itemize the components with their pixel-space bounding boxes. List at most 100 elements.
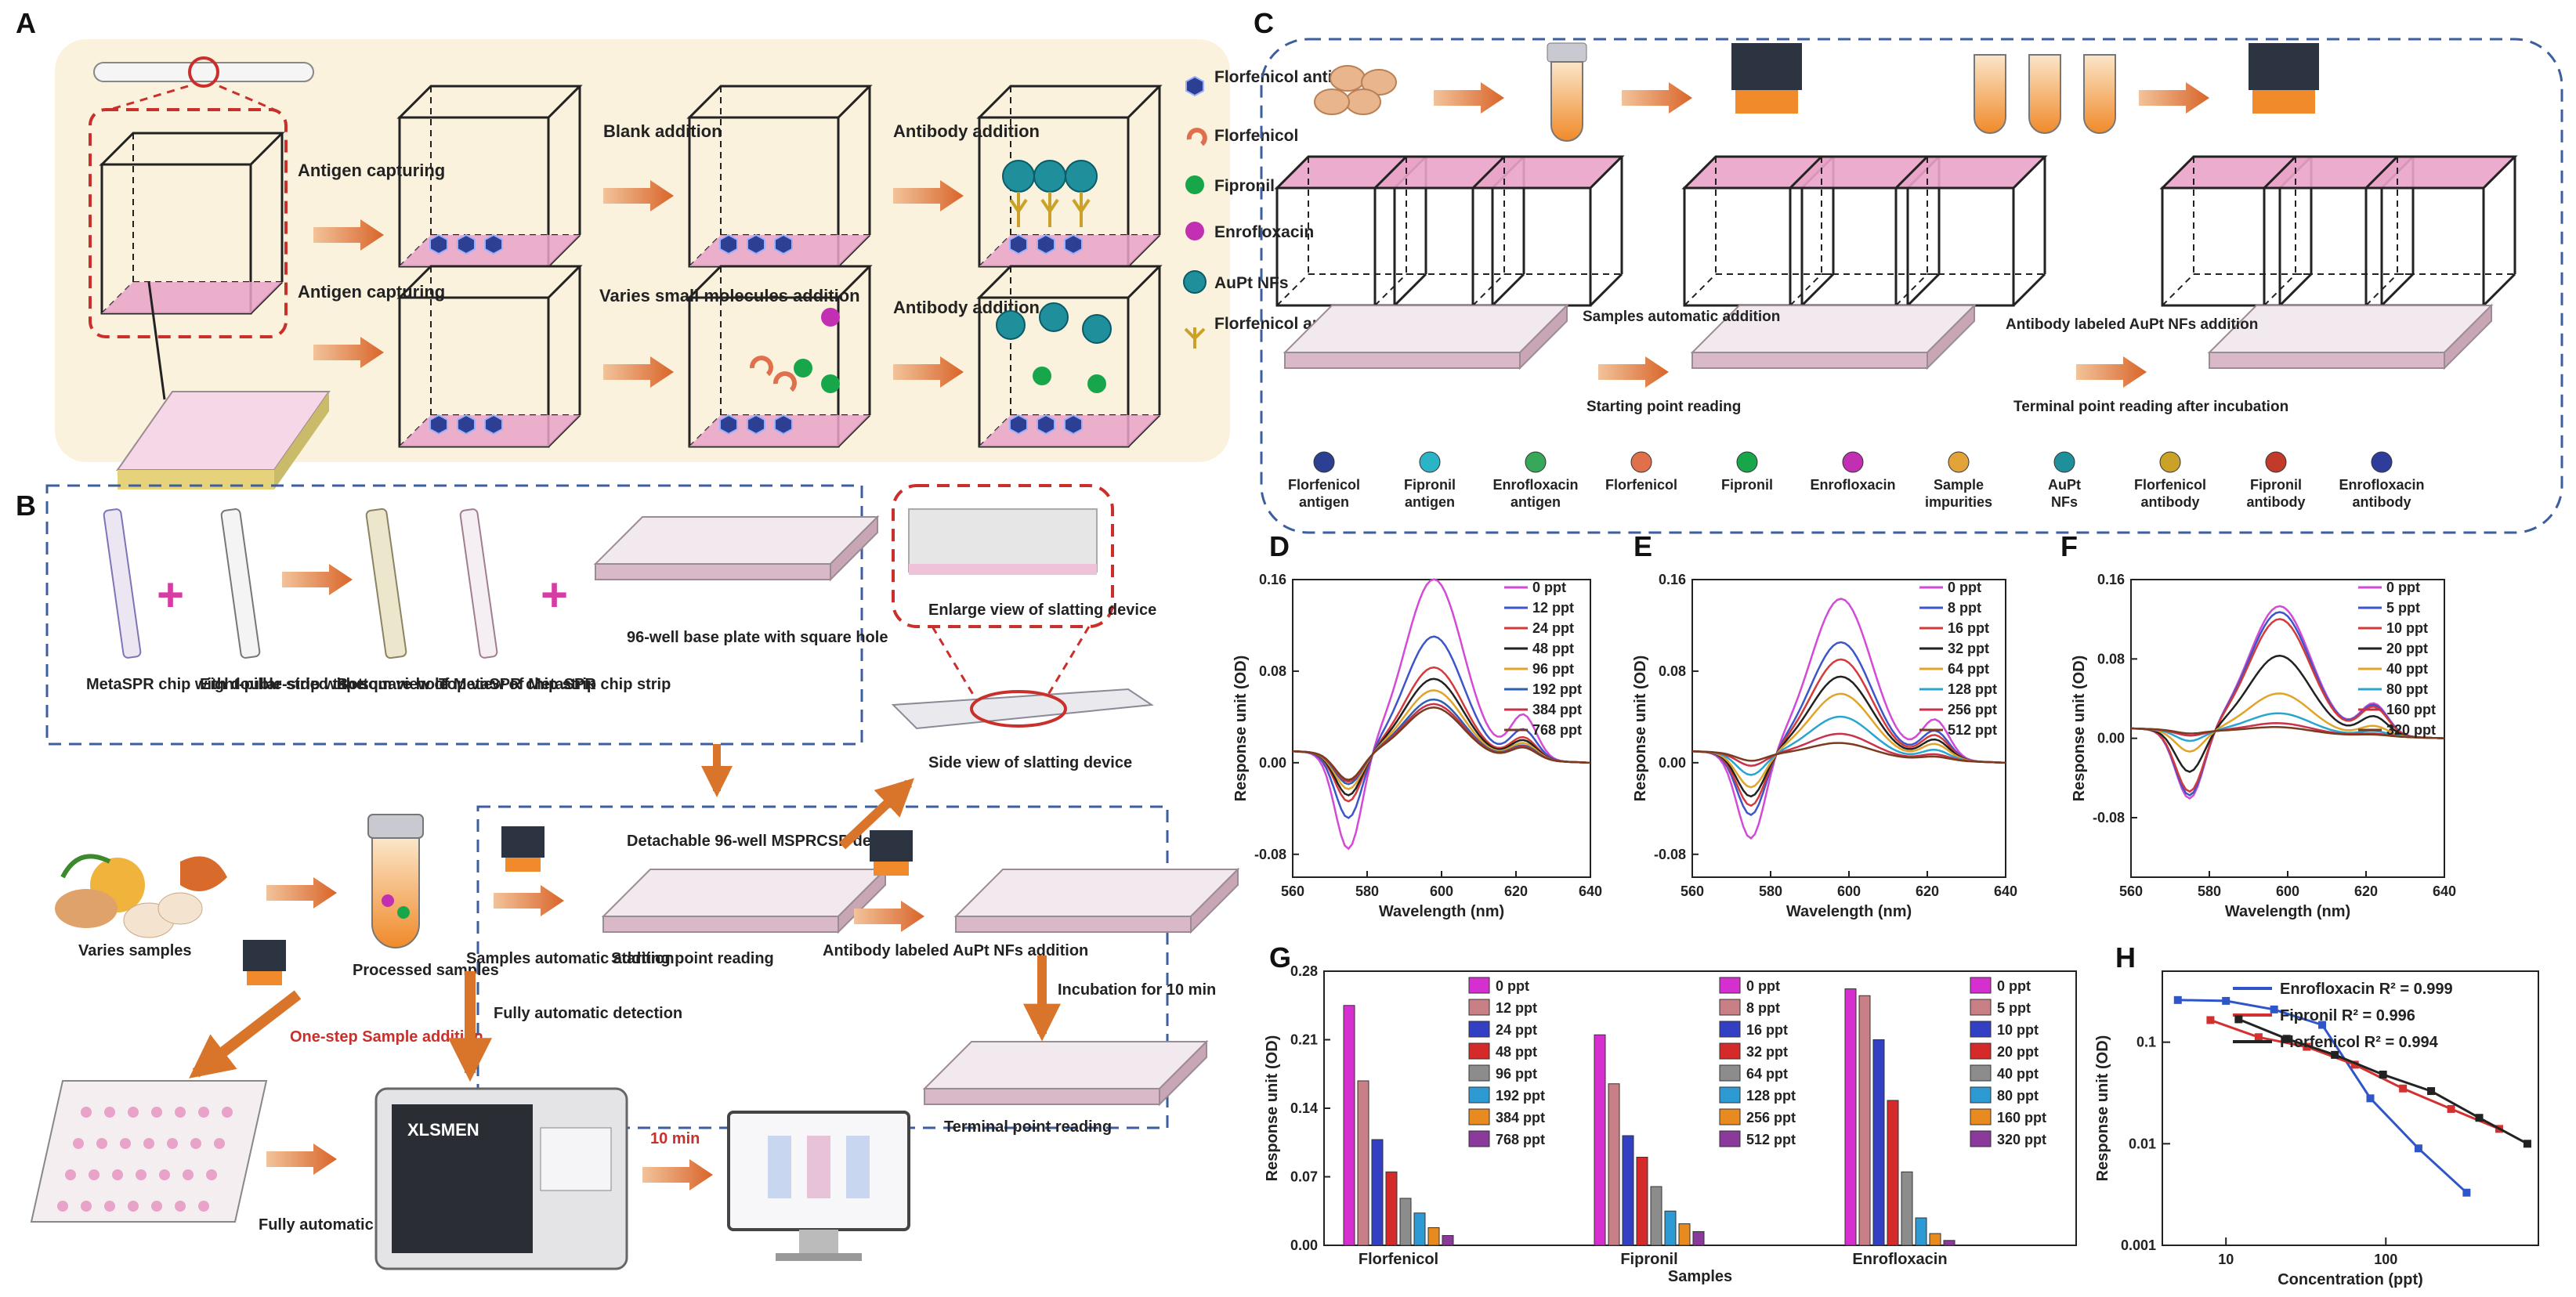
pipette-icon-3 [243, 940, 286, 985]
bar-2-4 [1901, 1171, 1913, 1246]
y-axis-label: Response unit (OD) [1232, 656, 1250, 802]
legend-label-4: 64 ppt [1948, 661, 1989, 677]
eight-pillar-strip-icon [220, 508, 261, 659]
legend-a-2: Fipronil [1214, 177, 1275, 195]
chip-strip-icon [93, 62, 314, 82]
panel-label-c: C [1254, 7, 1274, 39]
legend-swatch-0-5 [1468, 1086, 1490, 1104]
y-tick-label-3: 0.21 [1290, 1032, 1318, 1048]
terminal-device-icon [924, 1041, 1207, 1105]
c-well-9 [2364, 155, 2516, 307]
slatting-enlarge-icon [908, 508, 1098, 573]
device-after-antibody-icon [955, 869, 1239, 933]
fully-auto-label-2: Fully automatic detection [494, 1005, 682, 1022]
legend-label-6: 384 ppt [1532, 702, 1582, 717]
legend-swatch-2-6 [1970, 1108, 1992, 1125]
panel-b-top-frame [45, 484, 863, 746]
x-axis-label: Concentration (ppt) [2278, 1271, 2423, 1288]
legend-c-label2-2: antigen [1511, 494, 1561, 510]
legend-c-label2-0: antigen [1299, 494, 1349, 510]
legend-swatch-0-0 [1468, 977, 1490, 994]
food-samples-icon [55, 854, 227, 938]
legend-c-label-2: Enrofloxacin [1492, 477, 1578, 493]
panel-b: B MetaSPR chip with double-sided tape + … [16, 484, 1239, 1270]
x-tick-label-1: 580 [2198, 883, 2221, 899]
legend-swatch-1-3 [1719, 1042, 1741, 1060]
c-pipette-1 [1731, 43, 1802, 114]
legend-c-icon-1 [1419, 451, 1441, 473]
aupt-nfs-icon [1183, 270, 1207, 294]
y-tick-label-2: 0.1 [2136, 1035, 2156, 1050]
processed-samples-label: Processed samples [353, 962, 499, 979]
panel-a: A Antigen capturing Blank addition Antib… [16, 7, 1372, 490]
point-1-0 [2206, 1016, 2215, 1024]
point-1-1 [2254, 1033, 2263, 1042]
c-arrow-4 [1598, 356, 1669, 388]
legend-label-5: 128 ppt [1948, 681, 1997, 697]
bar-1-6 [1678, 1223, 1691, 1246]
legend-label-1-1: 8 ppt [1746, 1000, 1780, 1016]
well-plate-icon [30, 1080, 268, 1223]
legend-c-icon-7 [2053, 451, 2075, 473]
panel-label-a: A [16, 7, 36, 39]
legend-label-5: 80 ppt [2386, 681, 2428, 697]
detachable-device-icon [602, 869, 886, 933]
b-top-arrow [282, 564, 353, 595]
y-axis-label: Response unit (OD) [2071, 656, 2088, 802]
legend-c-icon-5 [1842, 451, 1864, 473]
florfenicol-icon [1186, 128, 1207, 146]
legend-swatch-2-3 [1970, 1042, 1992, 1060]
y-tick-label-0: -0.08 [1654, 847, 1686, 862]
legend-swatch-2-1 [1970, 999, 1992, 1016]
legend-a-4: AuPt NFs [1214, 274, 1289, 292]
chip-highlight-circle [188, 56, 219, 88]
y-tick-label-2: 0.08 [2097, 651, 2125, 667]
c-samples-auto-label: Samples automatic addition [1583, 309, 1780, 325]
legend-label-1-5: 128 ppt [1746, 1088, 1796, 1104]
legend-c-label2-10: antibody [2353, 494, 2411, 510]
panel-c: C [1254, 7, 2563, 534]
pipette-icon-2 [870, 830, 913, 876]
plot-frame-g [1323, 970, 2077, 1246]
x-tick-label-3: 620 [2354, 883, 2378, 899]
legend-c-icon-4 [1736, 451, 1758, 473]
series-line-1 [1691, 641, 2006, 816]
plus-sign-2: + [541, 569, 568, 621]
b-top-item-2: Bottom view of MetaSPR chip strip [337, 676, 596, 693]
y-tick-label-2: 0.14 [1290, 1100, 1318, 1116]
series-line-7 [2130, 726, 2445, 739]
legend-label-2-5: 80 ppt [1997, 1088, 2039, 1104]
legend-c-label-5: Enrofloxacin [1810, 477, 1895, 493]
bar-0-4 [1399, 1198, 1412, 1246]
series-line-7 [1292, 706, 1591, 781]
metaspr-chip-strip-icon [103, 508, 142, 659]
legend-c-icon-10 [2371, 451, 2393, 473]
legend-c-label-8: Florfenicol [2134, 477, 2206, 493]
legend-c-label2-8: antibody [2141, 494, 2200, 510]
base-plate-icon [595, 516, 878, 580]
legend-c-label-3: Florfenicol [1605, 477, 1677, 493]
florfenicol-antigen-icon [1185, 76, 1204, 96]
y-tick-label-1: 0.07 [1290, 1169, 1318, 1185]
y-tick-label-1: 0.00 [1259, 755, 1286, 771]
panel-label-e: E [1634, 530, 1652, 562]
bar-1-2 [1622, 1135, 1634, 1246]
legend-c-label-9: Fipronil [2250, 477, 2302, 493]
legend-c-label2-1: antigen [1405, 494, 1455, 510]
c-arrow-3 [2139, 82, 2209, 114]
series-line-3 [2130, 654, 2445, 773]
legend-label-2: 10 ppt [2386, 620, 2428, 636]
legend-swatch-1-5 [1719, 1086, 1741, 1104]
pipette-icon-1 [501, 826, 545, 872]
point-0-0 [2173, 995, 2182, 1004]
legend-c-icon-8 [2159, 451, 2181, 473]
label-antibody-addition-1: Antibody addition [893, 121, 1040, 141]
legend-label-2: 16 ppt [1948, 620, 1989, 636]
legend-swatch-2-7 [1970, 1130, 1992, 1147]
c-well-3 [1471, 155, 1623, 307]
legend-label-0: 0 ppt [1948, 580, 1981, 595]
bar-0-5 [1413, 1212, 1426, 1246]
c-pipette-2 [2249, 43, 2319, 114]
legend-label-6: 160 ppt [2386, 702, 2436, 717]
